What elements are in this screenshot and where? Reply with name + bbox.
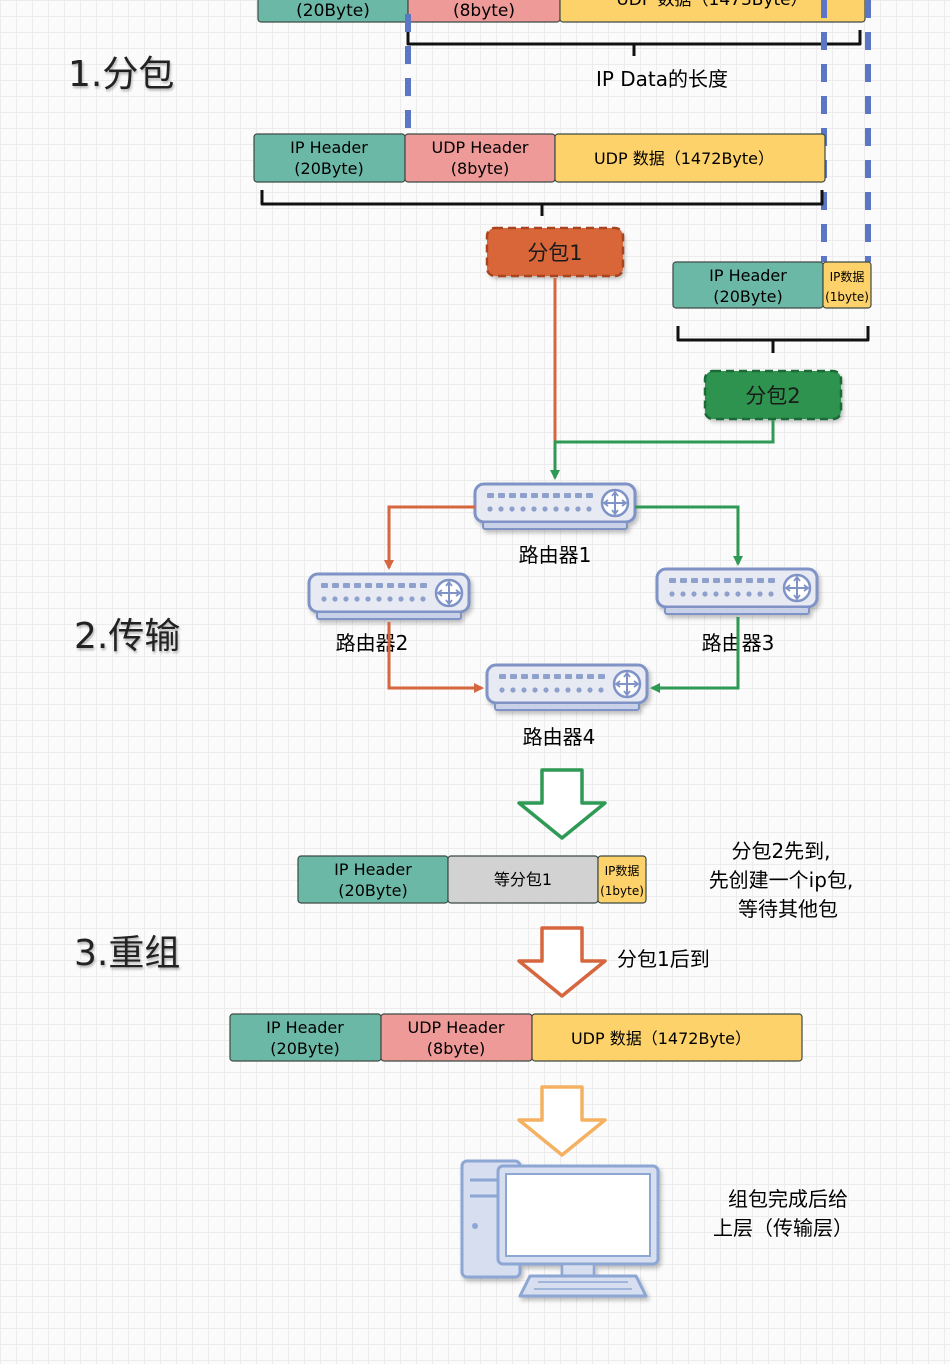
router-icon	[307, 572, 471, 621]
buffer-ip-header-size: (20Byte)	[338, 881, 407, 900]
fragment1-udp-header-title: UDP Header	[431, 138, 528, 157]
fragment2-packet: IP Header (20Byte) IP数据 (1byte)	[672, 261, 872, 309]
top-udp-data: UDP 数据（1473Byte）	[616, 0, 807, 10]
top-ip-header-size: (20Byte)	[296, 1, 370, 21]
reassembled-udp-header-title: UDP Header	[407, 1018, 504, 1037]
router1-to-router3-path	[635, 505, 743, 566]
fragment2-path	[550, 420, 775, 480]
computer-icon	[460, 1159, 660, 1298]
section-title-reassemble: 3.重组	[74, 933, 180, 974]
section-title-transfer: 2.传输	[74, 616, 180, 657]
fragment2-label-box: 分包2	[703, 369, 843, 421]
buffer-note: 分包2先到, 先创建一个ip包, 等待其他包	[709, 839, 854, 921]
fragment1-udp-header-size: (8byte)	[451, 159, 509, 178]
down-arrow-icon	[517, 768, 607, 840]
fragment2-brace	[676, 326, 870, 353]
delivery-note-line: 上层（传输层）	[713, 1216, 853, 1240]
fragment2-ip-header-size: (20Byte)	[713, 287, 782, 306]
router1-to-router2-path	[384, 505, 475, 570]
fragment2-ip-data-title: IP数据	[830, 269, 865, 284]
router-icon	[473, 482, 637, 531]
fragment2-ip-header-title: IP Header	[709, 266, 787, 285]
reassembly-buffer: IP Header (20Byte) 等分包1 IP数据 (1byte)	[297, 855, 647, 904]
reassembled-ip-header-title: IP Header	[266, 1018, 344, 1037]
fragment1-late-note: 分包1后到	[617, 947, 710, 971]
buffer-note-line: 等待其他包	[738, 897, 838, 921]
router3-to-router4-path	[650, 617, 740, 693]
ip-data-brace	[406, 30, 862, 56]
router2-to-router4-path	[387, 622, 484, 693]
fragment1-ip-header-title: IP Header	[290, 138, 368, 157]
router-icon	[655, 567, 819, 616]
reassembled-packet: IP Header (20Byte) UDP Header (8byte) UD…	[229, 1013, 803, 1062]
down-arrow-icon	[517, 926, 607, 998]
original-packet-partial: (20Byte) (8byte) UDP 数据（1473Byte）	[257, 0, 866, 23]
fragment1-brace	[260, 190, 824, 216]
reassembled-udp-data: UDP 数据（1472Byte）	[571, 1029, 751, 1048]
down-arrow-icon	[517, 1085, 607, 1157]
fragment2-ip-data-size: (1byte)	[825, 290, 869, 304]
fragment1-label: 分包1	[527, 241, 582, 265]
router1-label: 路由器1	[519, 543, 592, 567]
buffer-ip-data-title: IP数据	[605, 863, 640, 878]
buffer-note-line: 分包2先到,	[731, 839, 830, 863]
router-icon	[485, 663, 649, 712]
fragment1-packet: IP Header (20Byte) UDP Header (8byte) UD…	[253, 133, 826, 183]
reassembled-udp-header-size: (8byte)	[427, 1039, 485, 1058]
router2-label: 路由器2	[336, 631, 409, 655]
reassembled-ip-header-size: (20Byte)	[270, 1039, 339, 1058]
split-guide-lines	[405, 0, 871, 262]
buffer-ip-data-size: (1byte)	[600, 884, 644, 898]
top-udp-header-size: (8byte)	[453, 1, 515, 21]
buffer-placeholder: 等分包1	[494, 870, 552, 889]
udp-data-block	[554, 133, 826, 183]
section-title-split: 1.分包	[68, 54, 174, 95]
fragment1-ip-header-size: (20Byte)	[294, 159, 363, 178]
buffer-ip-header-title: IP Header	[334, 860, 412, 879]
router4-label: 路由器4	[523, 725, 596, 749]
ip-data-length-label: IP Data的长度	[596, 67, 728, 91]
delivery-note-line: 组包完成后给	[728, 1187, 848, 1211]
fragment1-udp-data: UDP 数据（1472Byte）	[594, 149, 774, 168]
fragment2-label: 分包2	[745, 384, 800, 408]
fragment1-label-box: 分包1	[485, 226, 625, 278]
buffer-note-line: 先创建一个ip包,	[709, 868, 854, 892]
